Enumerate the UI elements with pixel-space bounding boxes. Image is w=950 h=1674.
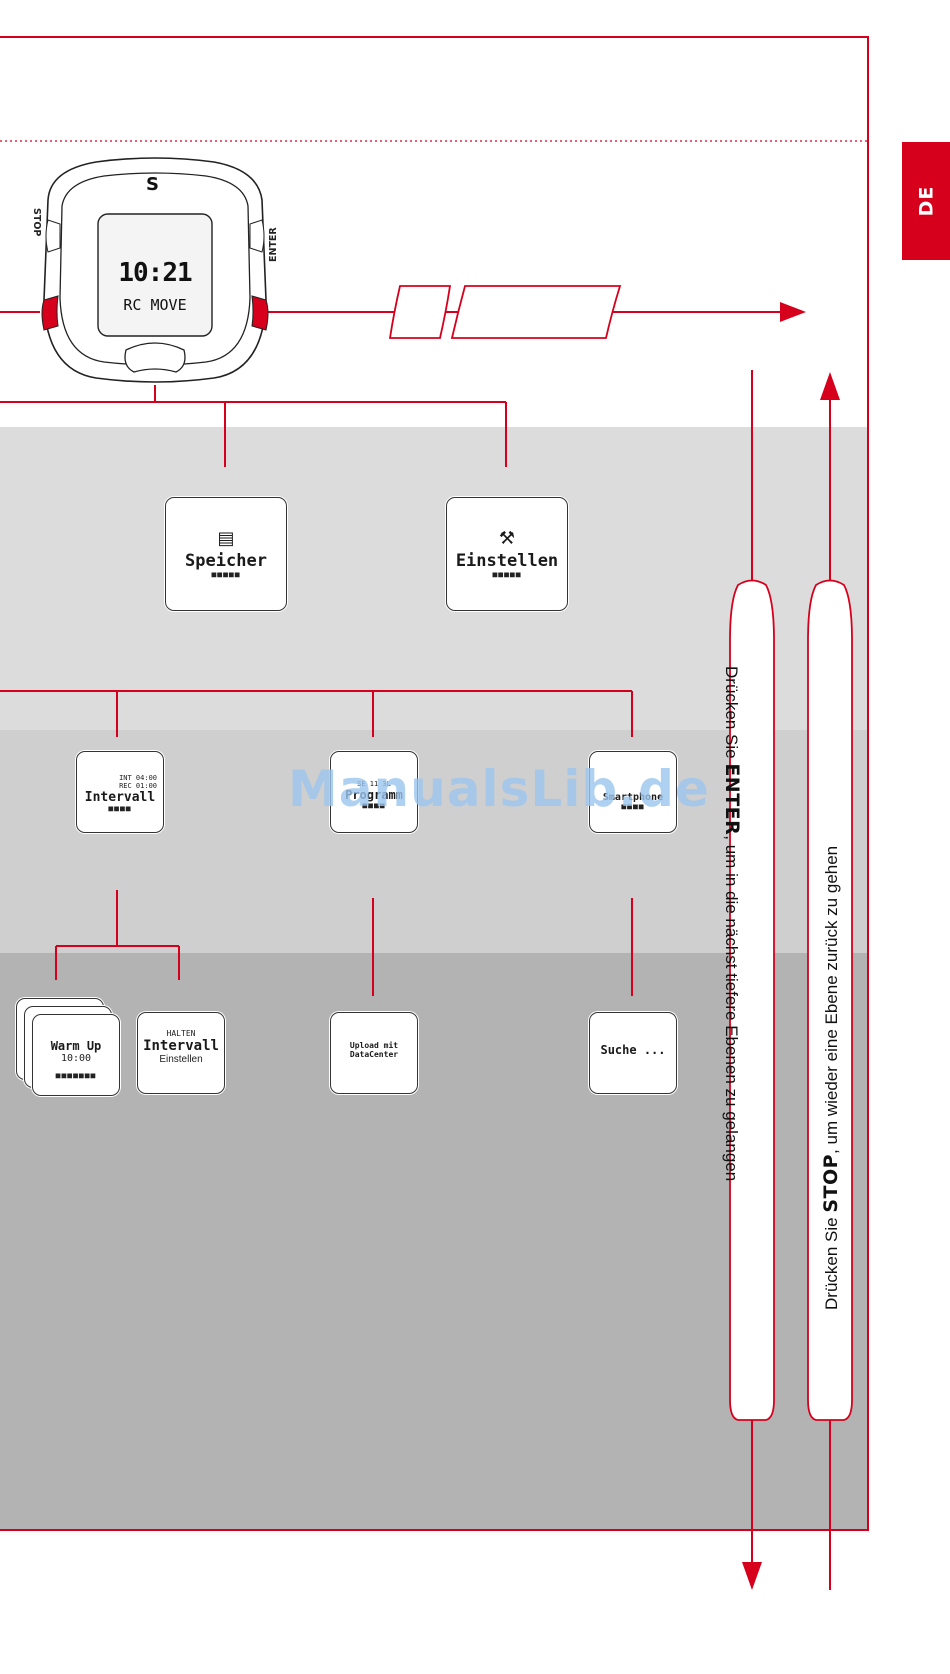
einstellen-label: Einstellen [455, 551, 559, 571]
intervall-line1: INT 04:00 [119, 774, 157, 782]
programm-line1: SE 11 3L [357, 780, 391, 788]
upload-line2: DataCenter [349, 1050, 399, 1059]
smartphone-label: Smartphone [602, 792, 664, 803]
suche-label: Suche ... [600, 1043, 666, 1057]
menu-dots: ■■■■ [108, 804, 132, 813]
intervall-line2: REC 01:00 [119, 782, 157, 790]
halten-line1: HALTEN [166, 1029, 196, 1038]
watch-time: 10:21 [118, 258, 192, 288]
intervall-label: Intervall [84, 790, 156, 805]
warmup-screen: Warm Up 10:00 ■■■■■■■ [32, 1014, 120, 1096]
watermark: ManualsLib.de [288, 760, 710, 818]
menu-dots: ■■■■ [621, 802, 645, 811]
watch-enter-label: ENTER [268, 227, 279, 262]
menu-dots: ■■■■■ [492, 570, 522, 579]
halten-line3: Einstellen [159, 1054, 203, 1065]
suche-screen: Suche ... [589, 1012, 677, 1094]
wrench-icon: ⚒ [498, 528, 516, 549]
enter-key: ENTER [721, 763, 743, 836]
stop-key: STOP [820, 1153, 842, 1213]
enter-pill [729, 579, 775, 1421]
menu-dots: ■■■■■■■ [55, 1071, 97, 1080]
intervall-screen: INT 04:00 REC 01:00 Intervall ■■■■ [76, 751, 164, 833]
watch-illustration [41, 157, 269, 383]
programm-label: Programm [345, 788, 403, 802]
speicher-label: Speicher [185, 551, 267, 571]
upload-line1: Upload mit [349, 1041, 399, 1050]
halten-screen: HALTEN Intervall Einstellen [137, 1012, 225, 1094]
programm-screen: SE 11 3L Programm ■■■■ [330, 751, 418, 833]
language-tab-label: DE [914, 185, 937, 217]
stop-instruction: Drücken Sie STOP, um wieder eine Ebene z… [820, 845, 842, 1310]
speicher-screen: ▤ Speicher ■■■■■ [165, 497, 287, 611]
menu-shape-small [388, 285, 452, 339]
menu-dots: ■■■■ [362, 801, 386, 810]
save-icon: ▤ [217, 528, 235, 549]
watch-mode: RC MOVE [123, 296, 187, 314]
upload-screen: Upload mit DataCenter [330, 1012, 418, 1094]
menu-shape-large [450, 285, 622, 339]
stop-pill [807, 579, 853, 1421]
watch-logo-icon: S [146, 174, 159, 195]
menu-dots: ■■■■■ [211, 570, 241, 579]
enter-instruction: Drücken Sie ENTER, um in die nächst tief… [721, 666, 743, 1182]
language-tab: DE [902, 142, 950, 260]
smartphone-screen: Smartphone ■■■■ [589, 751, 677, 833]
watch-stop-label: STOP [31, 208, 42, 237]
warmup-label: Warm Up [50, 1039, 102, 1053]
warmup-value: 10:00 [60, 1053, 92, 1064]
level-1-band [0, 427, 868, 730]
halten-label: Intervall [143, 1038, 219, 1054]
einstellen-screen: ⚒ Einstellen ■■■■■ [446, 497, 568, 611]
